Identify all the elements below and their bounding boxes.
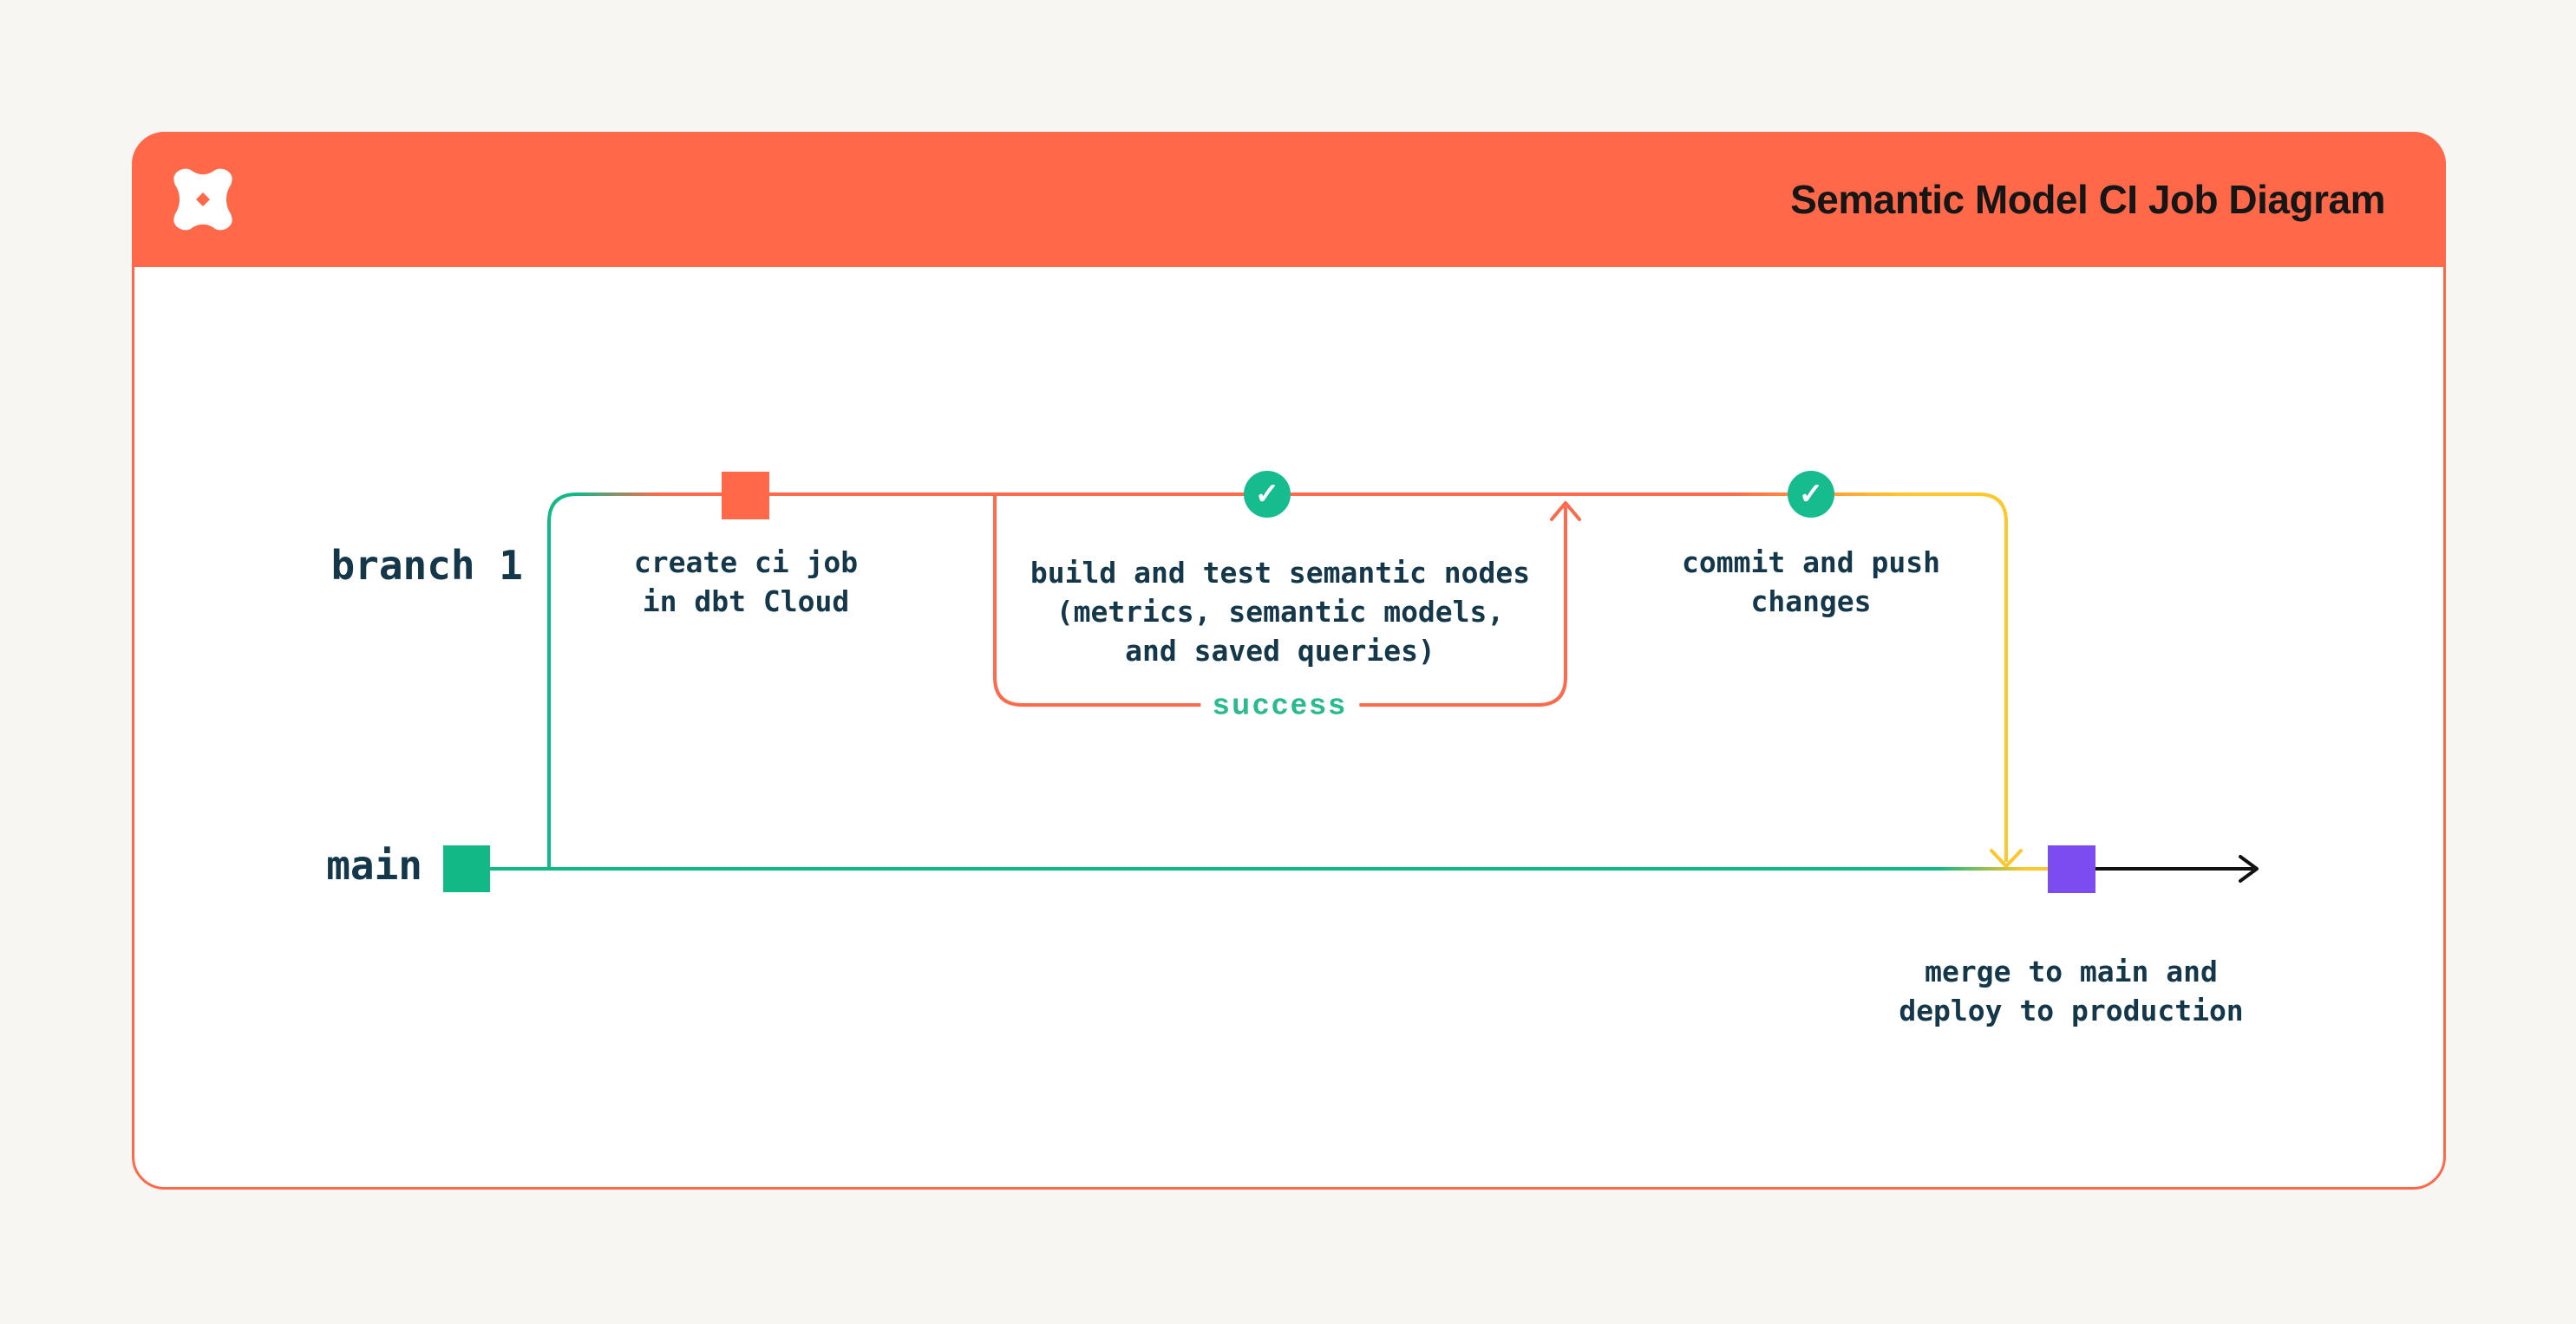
main-label: main bbox=[326, 842, 422, 889]
merge-commit-node bbox=[2048, 845, 2095, 893]
main-start-commit-node bbox=[443, 845, 490, 892]
branch-1-label: branch 1 bbox=[330, 542, 523, 589]
deploy-arrowhead-icon bbox=[2239, 855, 2259, 883]
create-ci-job-caption: create ci job in dbt Cloud bbox=[633, 545, 859, 618]
diagram-card bbox=[132, 132, 2446, 1190]
success-arrowhead-icon bbox=[1550, 501, 1581, 521]
merge-deploy-caption: merge to main and deploy to production bbox=[1899, 955, 2244, 1027]
merge-arrowhead-icon bbox=[1990, 849, 2023, 868]
check-glyph: ✓ bbox=[1254, 478, 1280, 511]
card-header: Semantic Model CI Job Diagram bbox=[132, 132, 2446, 267]
check-glyph: ✓ bbox=[1798, 478, 1824, 511]
build-test-check-icon: ✓ bbox=[1244, 471, 1291, 518]
build-test-caption: build and test semantic nodes (metrics, … bbox=[1030, 556, 1531, 668]
create-ci-job-node bbox=[722, 472, 769, 519]
commit-push-caption: commit and push changes bbox=[1681, 545, 1941, 618]
page-title: Semantic Model CI Job Diagram bbox=[1790, 177, 2385, 222]
success-label: success bbox=[1200, 686, 1360, 724]
commit-push-check-icon: ✓ bbox=[1788, 471, 1834, 518]
dbt-logo-icon bbox=[173, 168, 232, 231]
